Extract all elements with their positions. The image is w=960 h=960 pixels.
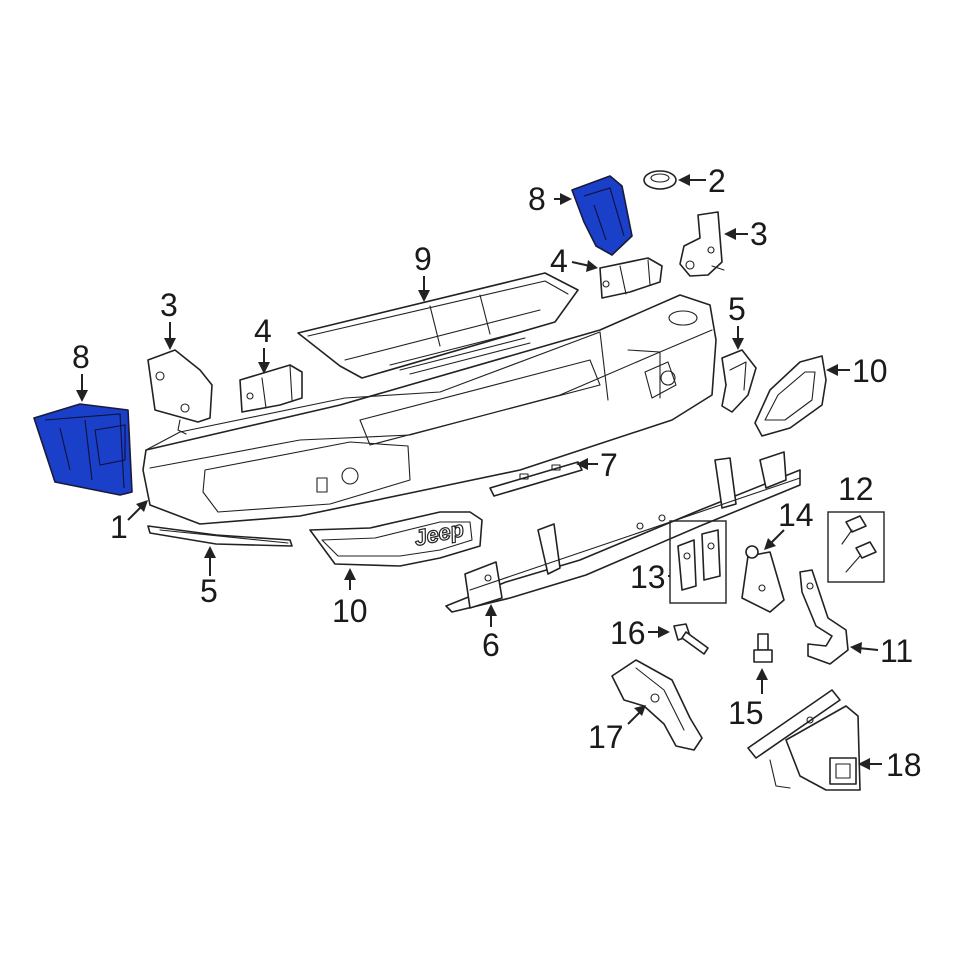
callout-17[interactable]: 17 <box>588 719 624 755</box>
part-14-hitch-bracket[interactable] <box>741 545 785 613</box>
part-15-bolt[interactable] <box>753 633 773 663</box>
callout-6[interactable]: 6 <box>482 627 500 663</box>
callout-5-right[interactable]: 5 <box>728 291 746 327</box>
callout-5-left[interactable]: 5 <box>200 573 218 609</box>
part-6-crossmember[interactable] <box>445 451 801 613</box>
part-4-bracket-left[interactable] <box>239 364 303 413</box>
callout-labels: 1 2 3 3 4 4 5 5 6 7 8 8 9 10 10 11 12 13… <box>72 163 922 783</box>
callout-3-left[interactable]: 3 <box>160 287 178 323</box>
callout-7[interactable]: 7 <box>600 447 618 483</box>
callout-12[interactable]: 12 <box>838 471 874 507</box>
callout-9[interactable]: 9 <box>414 241 432 277</box>
callout-16[interactable]: 16 <box>610 615 646 651</box>
part-8-end-cap-left[interactable] <box>33 403 133 496</box>
part-5-bracket-right[interactable] <box>721 349 757 413</box>
callout-4-right[interactable]: 4 <box>550 243 568 279</box>
part-12-bolt-set[interactable] <box>827 511 885 583</box>
part-5-trim-strip-left[interactable] <box>147 525 293 547</box>
part-10-end-panel-right[interactable] <box>754 355 827 437</box>
part-11-tow-hook[interactable] <box>799 569 849 665</box>
part-13-bracket-set[interactable] <box>669 520 727 604</box>
callout-18[interactable]: 18 <box>886 747 922 783</box>
part-16-bolt[interactable] <box>673 623 709 655</box>
callout-2[interactable]: 2 <box>708 163 726 199</box>
callout-4-left[interactable]: 4 <box>254 313 272 349</box>
callout-14[interactable]: 14 <box>778 497 814 533</box>
part-10-step-panel-lower[interactable]: Jeep <box>309 511 483 567</box>
part-3-bracket-left[interactable] <box>147 349 213 435</box>
part-3-bracket-right[interactable] <box>679 211 725 277</box>
callout-15[interactable]: 15 <box>728 695 764 731</box>
part-4-bracket-right[interactable] <box>599 257 663 299</box>
end-cap-right-shape <box>571 175 633 256</box>
callout-8-right[interactable]: 8 <box>528 181 546 217</box>
callout-10-lower[interactable]: 10 <box>332 593 368 629</box>
callout-leaders <box>76 174 882 770</box>
part-2-plug[interactable] <box>643 170 677 190</box>
callout-10-right[interactable]: 10 <box>852 353 888 389</box>
callout-8-left[interactable]: 8 <box>72 339 90 375</box>
end-cap-left-shape <box>33 403 133 496</box>
callout-1[interactable]: 1 <box>110 509 128 545</box>
callout-3-right[interactable]: 3 <box>750 216 768 252</box>
part-9-step-pad[interactable] <box>297 272 579 379</box>
part-18-hitch-receiver[interactable] <box>747 689 861 791</box>
part-1-rear-bumper[interactable] <box>142 294 717 525</box>
callout-11[interactable]: 11 <box>880 633 913 669</box>
part-8-end-cap-right[interactable] <box>571 175 633 256</box>
part-17-tow-bracket[interactable] <box>611 659 703 751</box>
callout-13[interactable]: 13 <box>630 559 666 595</box>
part-7-mounting-bar[interactable] <box>489 461 583 497</box>
